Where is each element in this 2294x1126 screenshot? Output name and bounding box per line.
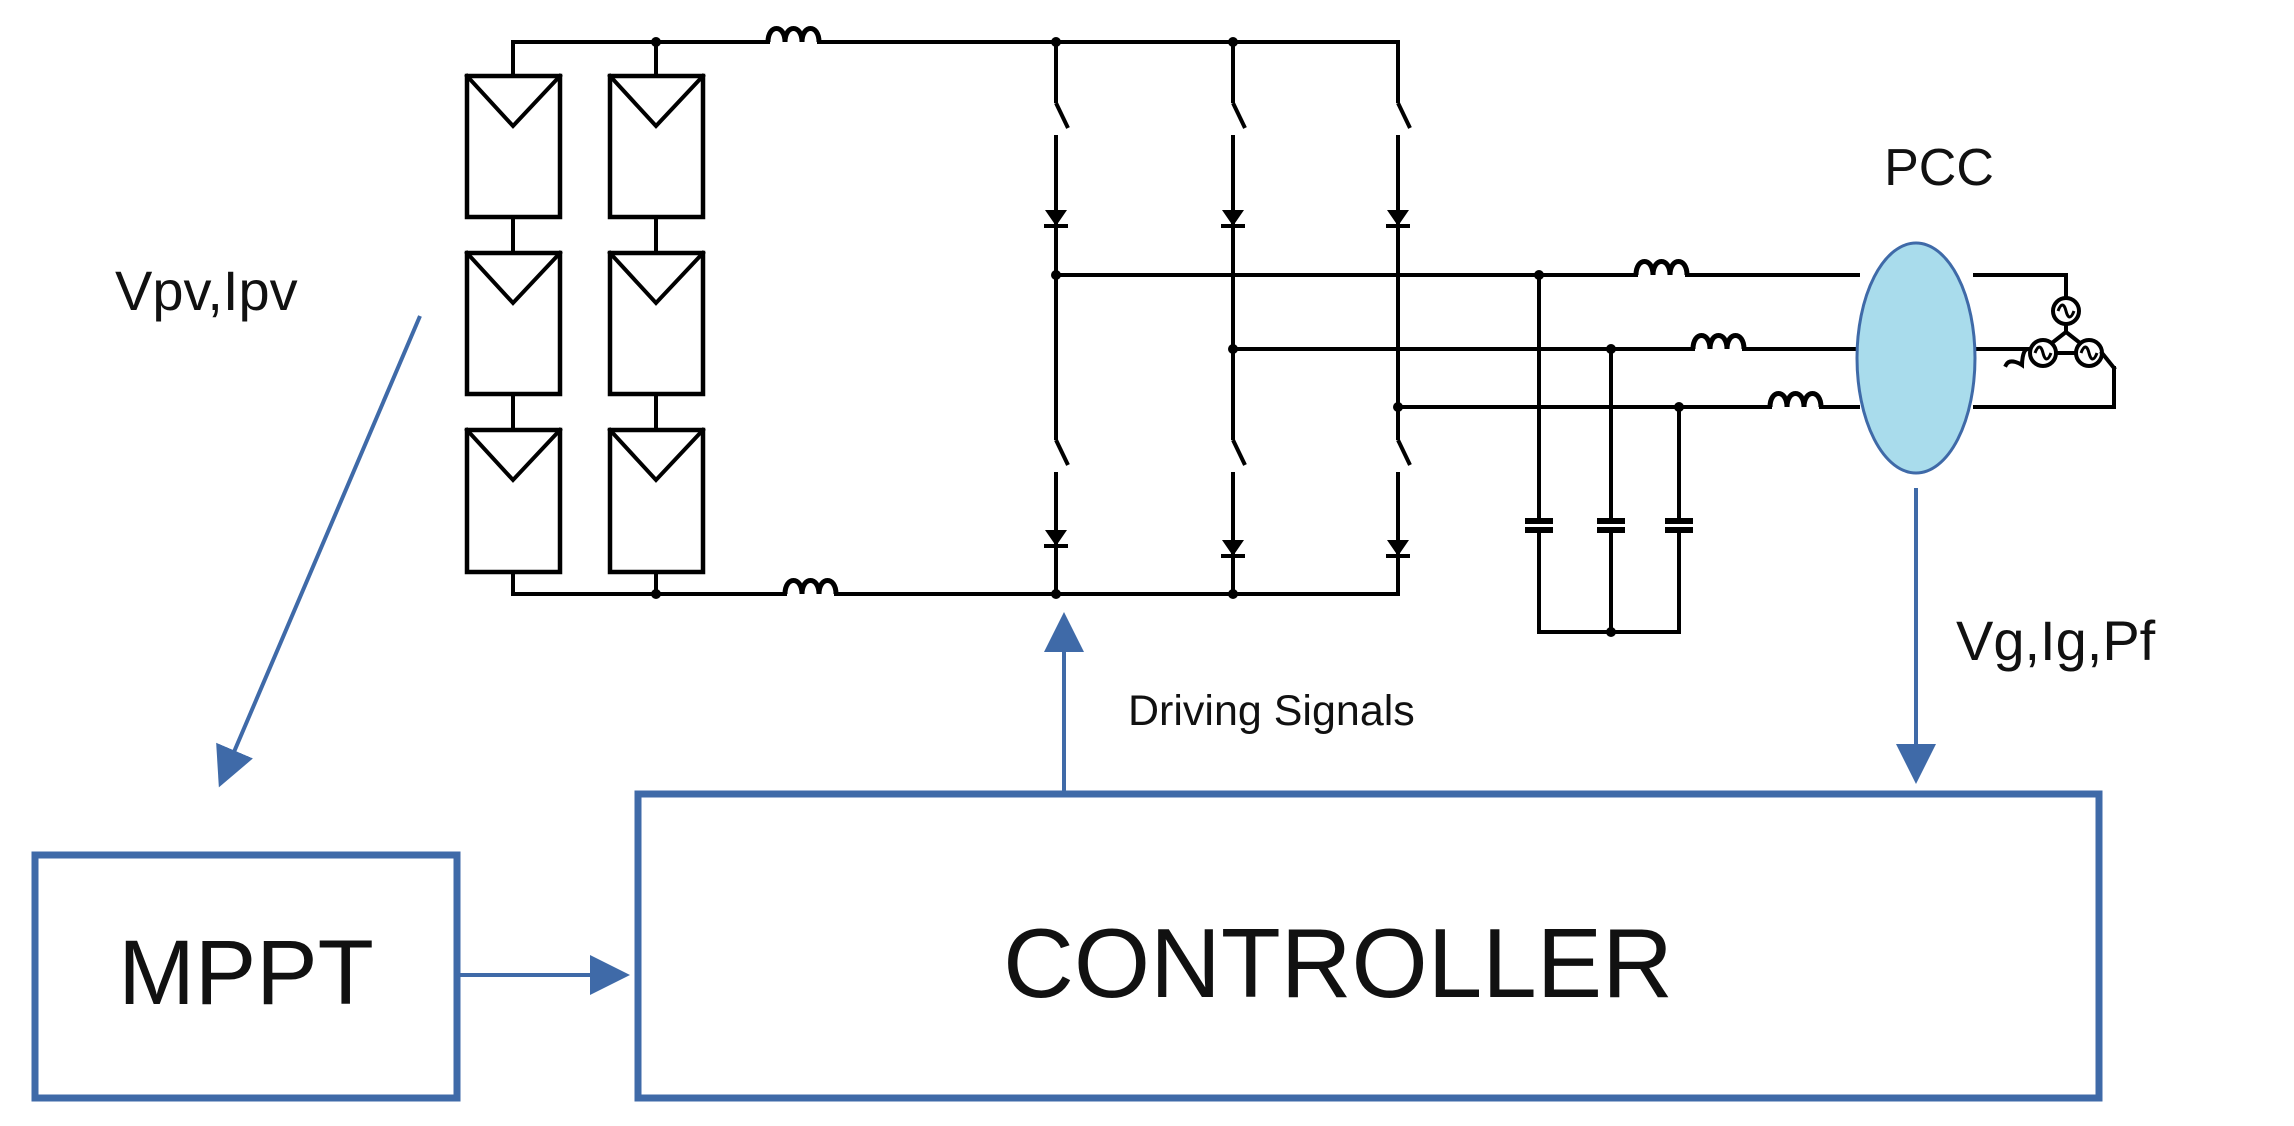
inverter-leg-b [1221,42,1247,594]
pcc-node [1855,241,1977,475]
filter-capacitor-c [1665,402,1693,634]
pv-array [464,37,787,599]
filter-capacitor-a [1525,270,1553,634]
pcc-label: PCC [1884,139,1994,197]
pv-measurement-arrow [216,315,422,788]
dc-inductor-top [765,26,822,43]
pv-panel [607,427,706,575]
inverter-bridge [817,37,1412,599]
filter-capacitor-b [1597,344,1625,634]
dc-inductor-bottom [782,578,839,595]
pv-panel [464,73,563,220]
pv-panel [464,250,563,397]
controller-block: CONTROLLER [634,790,2103,1102]
inverter-leg-c [1386,42,1412,594]
ac-filter [1054,259,1860,637]
grid-source-icon [1973,273,2117,409]
mppt-block: MPPT [31,851,461,1102]
inverter-leg-a [1044,42,1070,594]
pv-signals-label: Vpv,Ipv [115,259,298,322]
pv-panel [607,73,706,220]
pv-panel [464,427,563,575]
pv-panel [607,250,706,397]
mppt-label: MPPT [118,922,374,1024]
grid-signals-label: Vg,Ig,Pf [1956,609,2156,672]
controller-label: CONTROLLER [1003,908,1673,1018]
driving-signals-label: Driving Signals [1128,687,1415,735]
